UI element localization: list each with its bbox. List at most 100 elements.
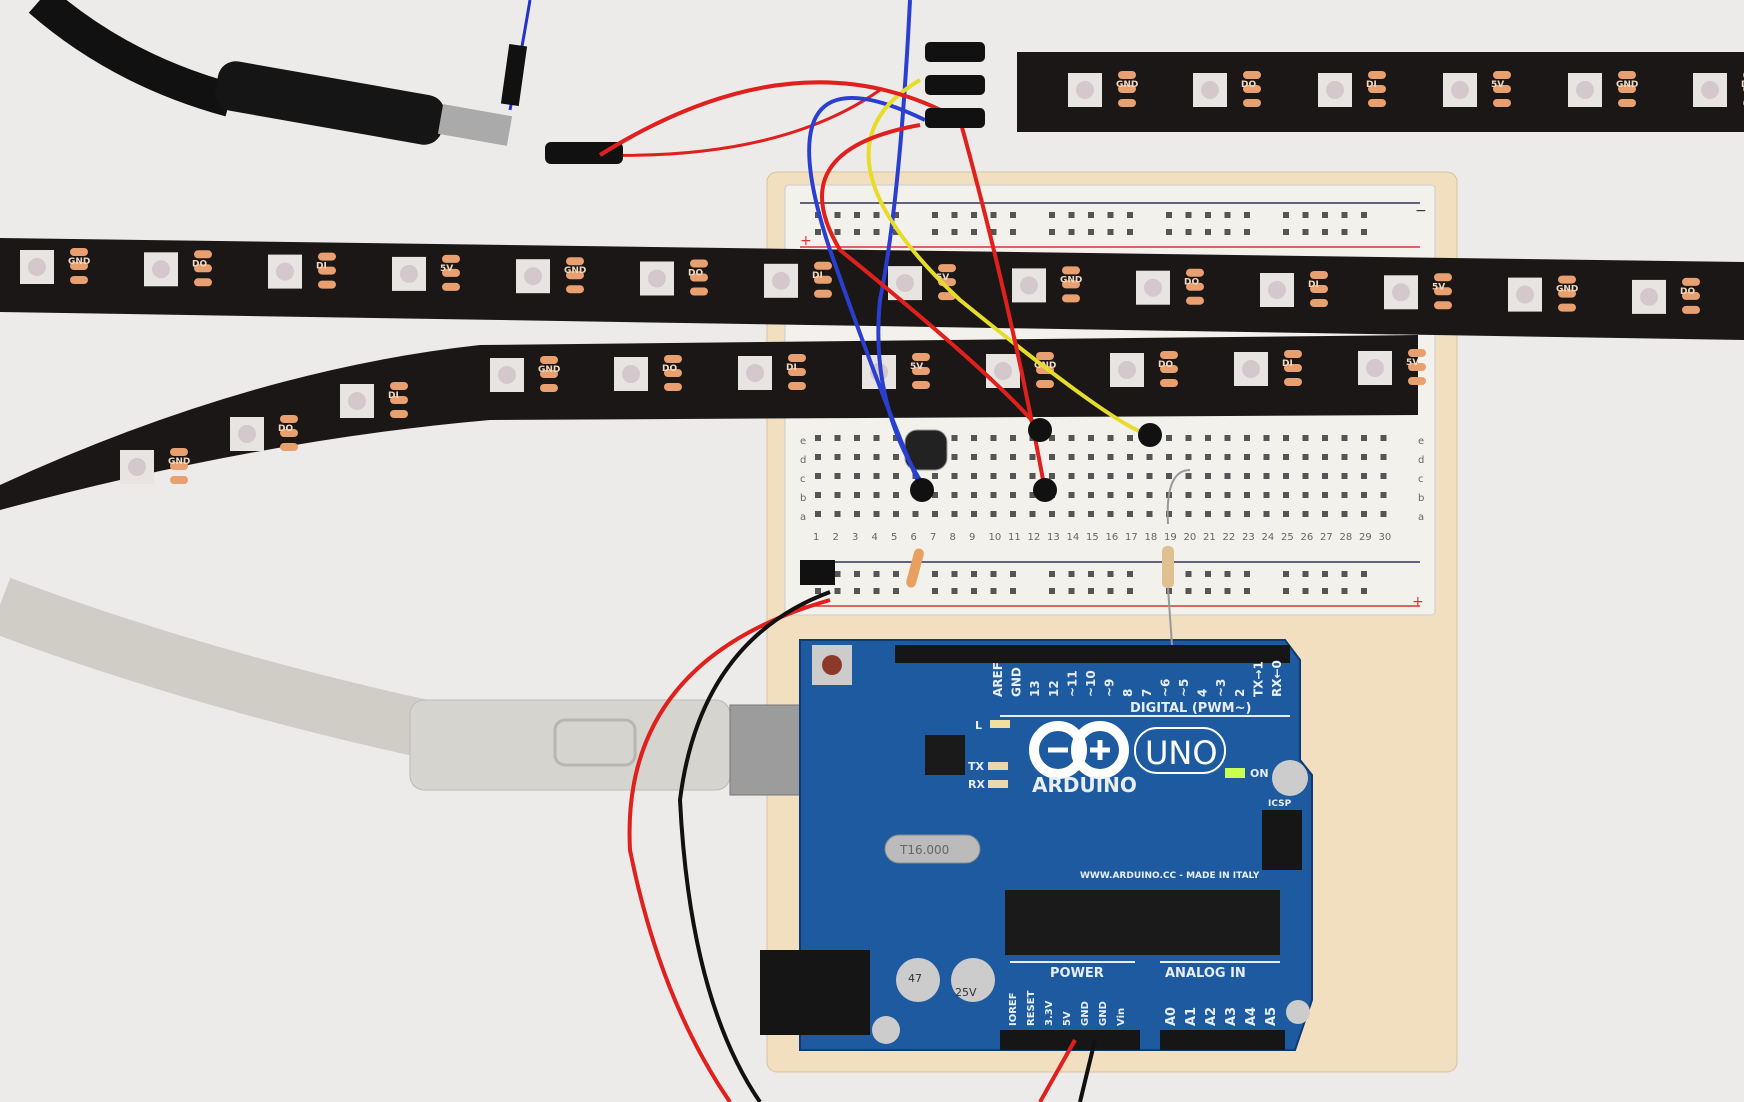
rail-hole[interactable] [873,212,880,218]
rail-hole[interactable] [1185,571,1192,577]
rail-hole[interactable] [1088,212,1094,218]
rail-hole[interactable] [1244,571,1250,577]
rail-hole[interactable] [932,229,938,235]
rail-hole[interactable] [971,212,977,218]
breadboard-hole[interactable] [1244,473,1250,479]
breadboard-hole[interactable] [1341,473,1348,479]
rail-hole[interactable] [1185,229,1192,235]
breadboard-hole[interactable] [1107,454,1114,460]
rail-hole[interactable] [1283,571,1289,577]
breadboard-hole[interactable] [1185,511,1192,517]
breadboard-hole[interactable] [854,454,860,460]
rail-hole[interactable] [971,571,977,577]
breadboard-hole[interactable] [815,473,821,479]
breadboard-hole[interactable] [1263,454,1270,460]
breadboard-hole[interactable] [1361,492,1367,498]
rail-hole[interactable] [1049,588,1055,594]
rail-hole[interactable] [1224,571,1231,577]
rail-hole[interactable] [990,229,997,235]
breadboard-hole[interactable] [1302,435,1309,441]
rail-hole[interactable] [1341,212,1348,218]
breadboard-hole[interactable] [971,454,977,460]
breadboard-hole[interactable] [1322,435,1328,441]
rail-hole[interactable] [1322,571,1328,577]
rail-hole[interactable] [971,588,977,594]
breadboard-hole[interactable] [873,473,880,479]
breadboard-hole[interactable] [1244,492,1250,498]
rail-hole[interactable] [893,229,899,235]
rail-hole[interactable] [1302,229,1309,235]
rail-hole[interactable] [951,212,958,218]
breadboard-hole[interactable] [1166,454,1172,460]
breadboard-hole[interactable] [1185,473,1192,479]
breadboard-hole[interactable] [834,435,841,441]
rail-hole[interactable] [1302,588,1309,594]
breadboard-hole[interactable] [1068,492,1075,498]
breadboard-hole[interactable] [834,473,841,479]
breadboard-hole[interactable] [1341,511,1348,517]
rail-hole[interactable] [1185,588,1192,594]
breadboard-hole[interactable] [1166,435,1172,441]
breadboard-hole[interactable] [1244,435,1250,441]
breadboard-hole[interactable] [1088,435,1094,441]
breadboard-hole[interactable] [1010,511,1016,517]
breadboard-hole[interactable] [1146,492,1153,498]
breadboard-hole[interactable] [1010,473,1016,479]
rail-hole[interactable] [1224,588,1231,594]
breadboard-hole[interactable] [1107,473,1114,479]
breadboard-hole[interactable] [815,454,821,460]
breadboard-hole[interactable] [1224,473,1231,479]
rail-hole[interactable] [1244,588,1250,594]
breadboard-hole[interactable] [1049,511,1055,517]
breadboard-hole[interactable] [854,511,860,517]
breadboard-hole[interactable] [1322,492,1328,498]
rail-hole[interactable] [1361,229,1367,235]
breadboard-hole[interactable] [951,473,958,479]
breadboard-hole[interactable] [1361,454,1367,460]
rail-hole[interactable] [1205,588,1211,594]
breadboard-hole[interactable] [1088,473,1094,479]
breadboard-hole[interactable] [951,492,958,498]
breadboard-hole[interactable] [1380,511,1387,517]
breadboard-hole[interactable] [1224,511,1231,517]
breadboard-hole[interactable] [854,492,860,498]
breadboard-hole[interactable] [1010,435,1016,441]
breadboard-hole[interactable] [951,511,958,517]
breadboard-hole[interactable] [1049,473,1055,479]
breadboard-hole[interactable] [932,492,938,498]
rail-hole[interactable] [854,229,860,235]
breadboard-hole[interactable] [1205,511,1211,517]
rail-hole[interactable] [815,588,821,594]
rail-hole[interactable] [1283,588,1289,594]
breadboard-hole[interactable] [873,511,880,517]
breadboard-hole[interactable] [971,492,977,498]
rail-hole[interactable] [893,588,899,594]
breadboard-hole[interactable] [893,511,899,517]
rail-hole[interactable] [1166,212,1172,218]
rail-hole[interactable] [1010,229,1016,235]
breadboard-hole[interactable] [1166,511,1172,517]
breadboard-hole[interactable] [1244,454,1250,460]
breadboard-hole[interactable] [1224,454,1231,460]
breadboard-hole[interactable] [1068,435,1075,441]
rail-hole[interactable] [1127,212,1133,218]
breadboard-hole[interactable] [1263,435,1270,441]
rail-hole[interactable] [873,571,880,577]
rail-hole[interactable] [1361,571,1367,577]
breadboard-hole[interactable] [1361,511,1367,517]
breadboard-hole[interactable] [1049,454,1055,460]
rail-hole[interactable] [854,212,860,218]
rail-hole[interactable] [1068,571,1075,577]
breadboard-hole[interactable] [1068,473,1075,479]
rail-hole[interactable] [1322,229,1328,235]
rail-hole[interactable] [1107,588,1114,594]
rail-hole[interactable] [990,571,997,577]
breadboard-hole[interactable] [1107,435,1114,441]
rail-hole[interactable] [1302,571,1309,577]
rail-hole[interactable] [990,212,997,218]
rail-hole[interactable] [834,229,841,235]
breadboard-hole[interactable] [893,454,899,460]
breadboard-hole[interactable] [1127,473,1133,479]
breadboard-hole[interactable] [1283,454,1289,460]
breadboard-hole[interactable] [1283,435,1289,441]
